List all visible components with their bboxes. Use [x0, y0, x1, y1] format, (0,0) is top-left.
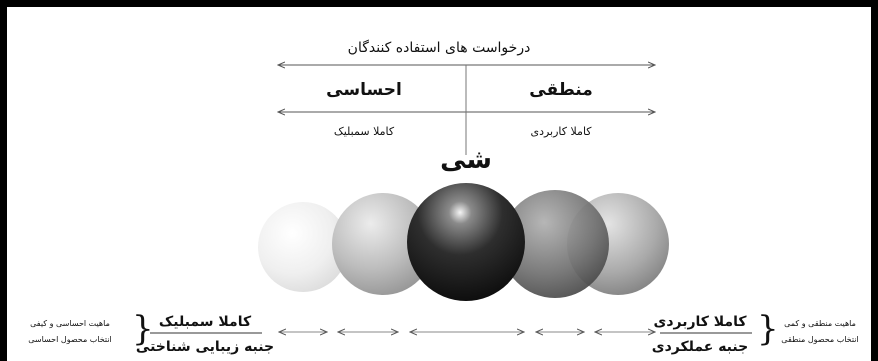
right-brace: } — [757, 309, 779, 349]
bottom-left-note-2: انتخاب محصول احساسی — [28, 335, 112, 344]
sphere-light — [332, 193, 434, 295]
bottom-left-title: کاملا سمبلیک — [158, 314, 252, 330]
sphere-center-dark — [407, 183, 525, 301]
symbolic-label: کاملا سمبلیک — [333, 125, 395, 138]
users-request-title: درخواست های استفاده کنندگان — [347, 40, 531, 56]
emotional-heading: احساسی — [326, 80, 402, 100]
logical-heading: منطقی — [529, 80, 593, 100]
bottom-right-note-2: انتخاب محصول منطقی — [781, 335, 859, 344]
functional-label: کاملا کاربردی — [530, 125, 592, 138]
sphere-mid — [501, 190, 609, 298]
sphere-faint — [258, 202, 348, 292]
object-label: شی — [440, 145, 492, 175]
bottom-right-subtitle: جنبه عملکردی — [651, 339, 749, 355]
bottom-left-note-1: ماهیت احساسی و کیفی — [30, 319, 110, 328]
left-brace: } — [132, 309, 154, 349]
bottom-right-note-1: ماهیت منطقی و کمی — [784, 319, 856, 328]
bottom-left-subtitle: جنبه زیبایی شناختی — [135, 339, 275, 355]
bottom-right-title: کاملا کاربردی — [653, 314, 747, 330]
